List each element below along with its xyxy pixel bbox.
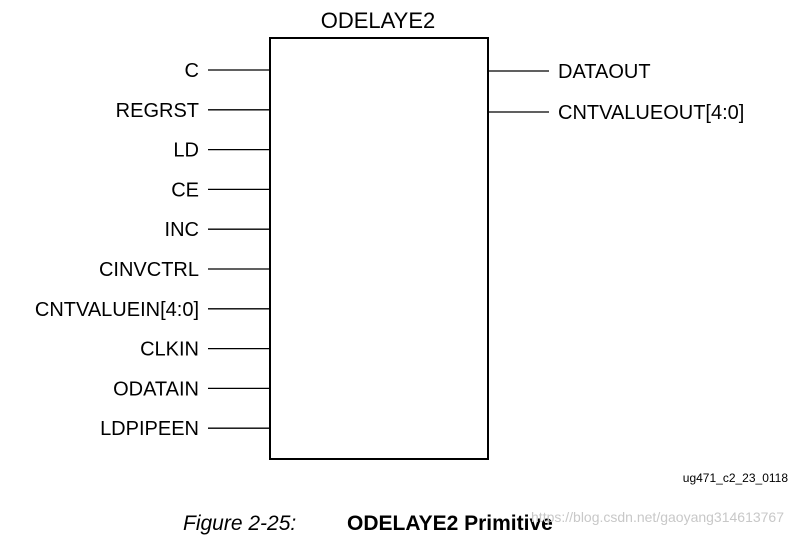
input-pin-clkin: CLKIN [140,339,199,361]
input-pin-ce: CE [171,179,199,201]
figure-id: ug471_c2_23_0118 [683,471,789,485]
output-pin-cntvalueout-4-0: CNTVALUEOUT[4:0] [558,102,744,124]
output-pins: DATAOUT CNTVALUEOUT[4:0] [488,61,744,124]
input-pin-inc: INC [165,219,199,241]
input-pin-cntvaluein-4-0: CNTVALUEIN[4:0] [35,299,199,321]
input-pin-odatain: ODATAIN [113,378,199,400]
primitive-block [269,37,489,460]
input-pin-ldpipeen: LDPIPEEN [100,418,199,440]
input-pin-ld: LD [173,140,199,162]
caption-number: Figure 2-25: [183,512,296,535]
input-pin-cinvctrl: CINVCTRL [99,259,199,281]
block-title: ODELAYE2 [321,8,436,33]
output-pin-dataout: DATAOUT [558,61,651,83]
input-pin-c: C [185,60,199,82]
caption-title: ODELAYE2 Primitive [347,512,553,535]
watermark: https://blog.csdn.net/gaoyang314613767 [531,509,784,525]
input-pin-regrst: REGRST [116,100,199,122]
input-pins: C REGRST LD CE INC CINVCTRL CNTVALUEIN[4:0] CLK… [35,60,270,440]
